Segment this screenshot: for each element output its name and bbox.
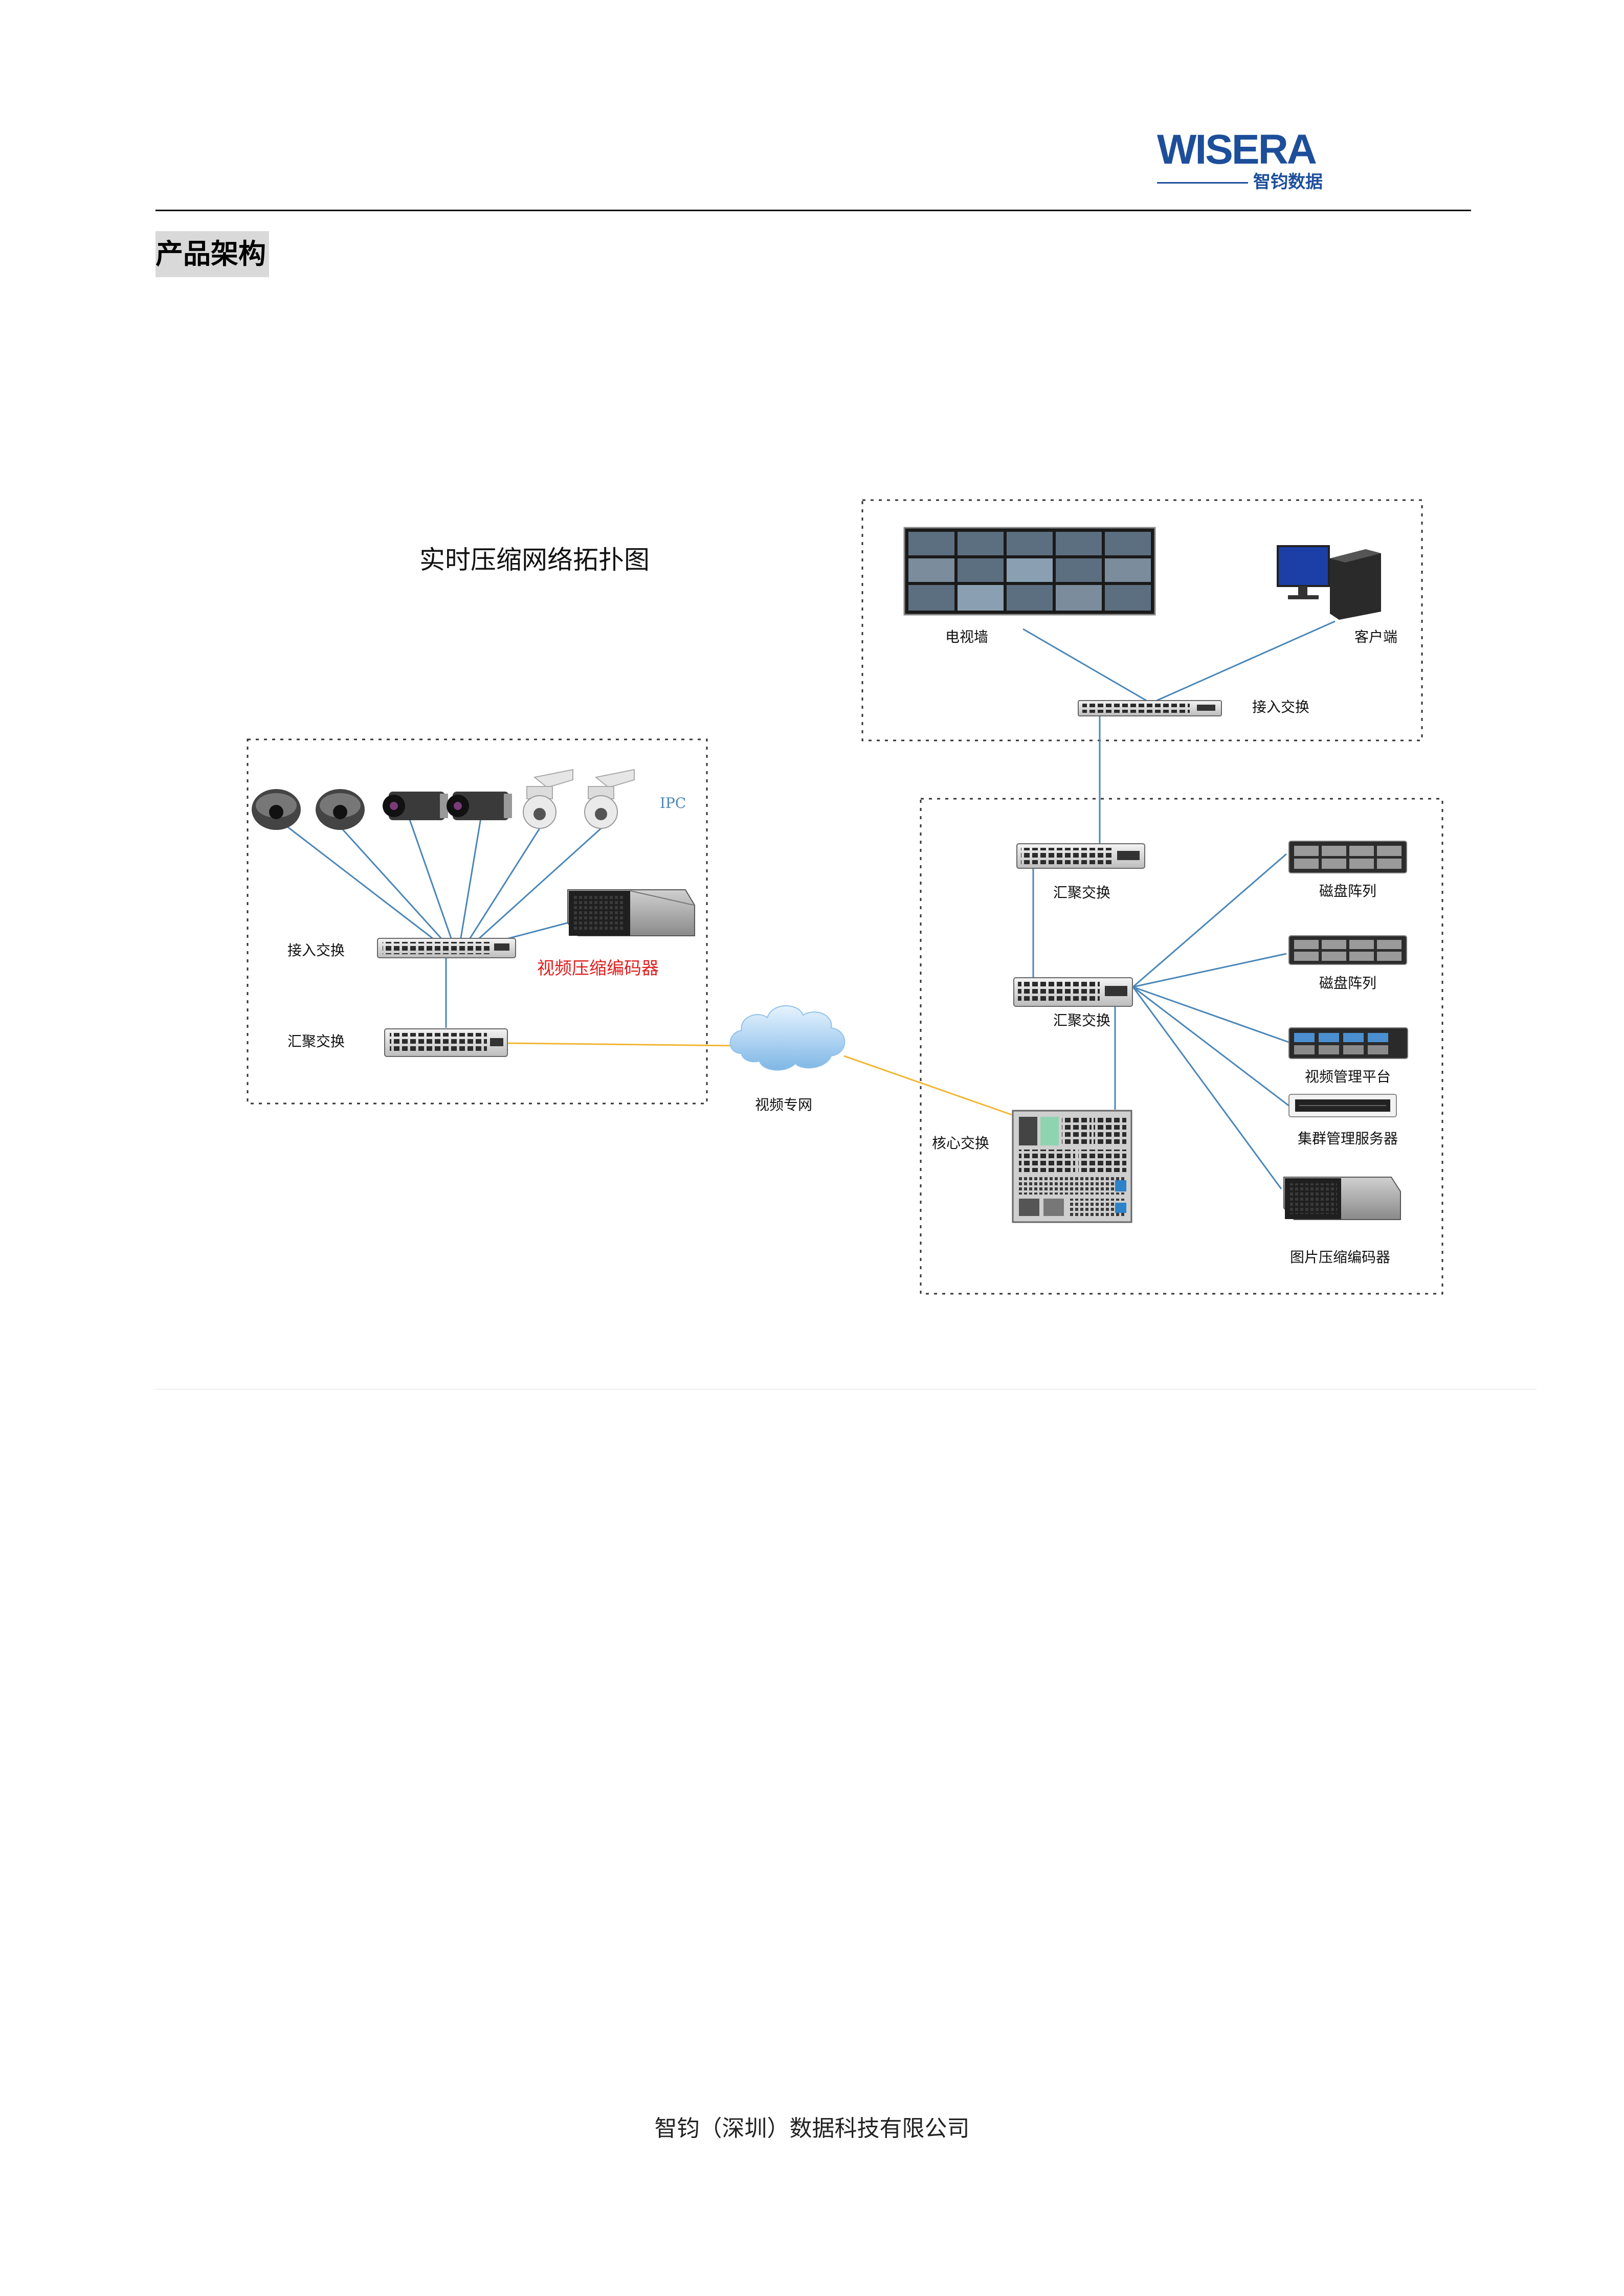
cloud-icon (729, 1005, 846, 1071)
video-encoder-server (567, 889, 695, 936)
access-switch-left (377, 938, 516, 958)
video-platform-server-icon (1288, 1027, 1408, 1059)
logo-subtitle: 智钧数据 (1253, 172, 1323, 192)
access-switch-top (1078, 700, 1222, 716)
datacenter-links (1022, 620, 1336, 1189)
wisera-logo: WISERA 智钧数据 (1157, 127, 1326, 193)
aggregation-switch-right-2-label: 汇聚交换 (1053, 1012, 1110, 1029)
disk-array-2-label: 磁盘阵列 (1319, 975, 1376, 992)
header-rule (155, 210, 1471, 211)
tv-wall-label: 电视墙 (945, 628, 988, 645)
disk-array-2-icon (1288, 935, 1407, 965)
ptz-camera-icon (523, 769, 573, 829)
ipc-label: IPC (660, 795, 686, 812)
aggregation-switch-right-2 (1013, 977, 1133, 1007)
core-switch-chassis (1012, 1110, 1132, 1223)
disk-array-1-label: 磁盘阵列 (1319, 883, 1376, 899)
aggregation-switch-left-label: 汇聚交换 (287, 1033, 345, 1050)
aggregation-switch-left (384, 1028, 508, 1057)
access-switch-left-label: 接入交换 (287, 942, 345, 959)
aggregation-switch-right-1-label: 汇聚交换 (1053, 884, 1110, 901)
tv-wall-icon (903, 527, 1156, 616)
video-network-label: 视频专网 (755, 1096, 812, 1113)
footer-company: 智钧（深圳）数据科技有限公司 (654, 2115, 970, 2142)
network-topology-diagram: 实时压缩网络拓扑图 (247, 499, 1443, 1295)
ptz-camera-icon (584, 769, 635, 829)
dome-camera-icon (252, 789, 301, 830)
disk-array-1-icon (1288, 841, 1407, 873)
ipc-links (276, 817, 602, 1028)
datacenter-group-box (920, 798, 1443, 1295)
image-encoder-server-icon (1283, 1177, 1401, 1220)
box-camera-icon (447, 792, 512, 820)
video-network-links (507, 1042, 1012, 1116)
cluster-server-icon (1288, 1094, 1397, 1117)
ipc-group-box (247, 738, 708, 1105)
client-pc-icon (1277, 545, 1381, 620)
client-label: 客户端 (1354, 628, 1397, 645)
logo-wordmark: WISERA (1157, 126, 1317, 173)
core-switch-label: 核心交换 (932, 1135, 989, 1152)
video-encoder-label: 视频压缩编码器 (537, 958, 659, 979)
diagram-title: 实时压缩网络拓扑图 (419, 545, 650, 575)
cluster-server-label: 集群管理服务器 (1298, 1130, 1398, 1147)
box-camera-icon (383, 792, 448, 820)
section-title: 产品架构 (155, 231, 269, 277)
video-platform-label: 视频管理平台 (1305, 1068, 1391, 1085)
logo-underline (1157, 182, 1248, 184)
access-switch-top-label: 接入交换 (1252, 699, 1309, 715)
aggregation-switch-right-1 (1016, 843, 1145, 869)
dome-camera-icon (316, 789, 365, 830)
display-group-box (861, 499, 1423, 741)
footer-rule (155, 1389, 1537, 1390)
image-encoder-label: 图片压缩编码器 (1290, 1249, 1390, 1266)
